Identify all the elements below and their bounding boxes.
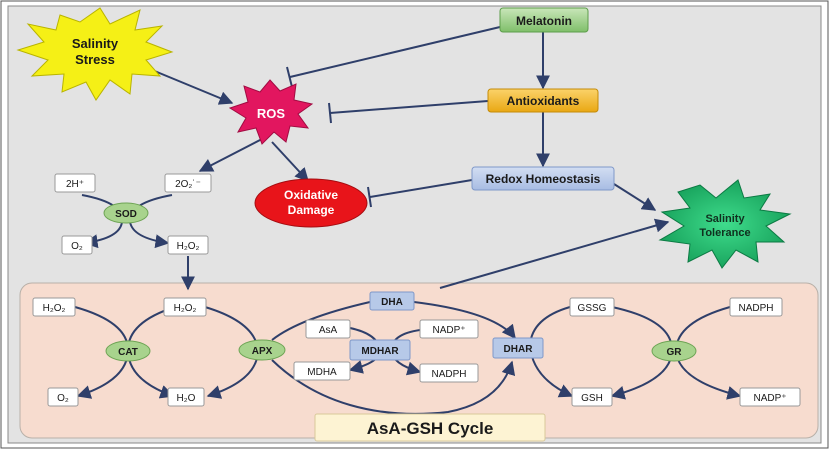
cycle-title-label: AsA-GSH Cycle xyxy=(367,419,494,438)
gssg-box xyxy=(569,297,615,317)
salinity-stress-label-line2: Stress xyxy=(75,52,115,67)
nadp-plus-2-label: NADP⁺ xyxy=(753,393,786,404)
sod-h2o2-box xyxy=(167,235,209,255)
nadph-2-box xyxy=(729,297,783,317)
apx-ellipse xyxy=(238,339,286,361)
curve-apx-to-dhar xyxy=(271,359,516,415)
nadph-1-box xyxy=(419,363,479,383)
cycle-title: AsA-GSH Cycle xyxy=(314,413,546,442)
h2o-label: H₂O xyxy=(177,393,196,404)
dhar-box xyxy=(492,337,544,359)
salinity-tolerance-label-line1: Salinity xyxy=(705,213,745,225)
nadp-plus-2-box xyxy=(739,387,801,407)
ros-label: ROS xyxy=(257,106,286,121)
inhibit-bar-redox-damage xyxy=(367,186,372,208)
nadp-plus-1-label: NADP⁺ xyxy=(432,325,465,336)
apx-label: APX xyxy=(252,346,273,357)
mdhar-label: MDHAR xyxy=(361,346,399,357)
cycle-metabolites: H₂O₂ CAT O₂ H₂O₂ APX H₂O DHA AsA MDHAR M… xyxy=(32,291,801,407)
cat-o2-box xyxy=(47,387,79,407)
two-o2-label: 2O₂˙⁻ xyxy=(175,179,201,190)
antioxidants-label: Antioxidants xyxy=(507,94,580,108)
oxidative-damage-ellipse xyxy=(254,178,368,228)
melatonin-node: Melatonin xyxy=(499,7,589,33)
curve-dha-to-dhar xyxy=(413,301,516,340)
nadph-1-label: NADPH xyxy=(431,369,466,380)
asa-label: AsA xyxy=(319,325,338,336)
mdha-box xyxy=(293,361,351,381)
arrow-ros-to-damage xyxy=(271,141,309,183)
sod-label: SOD xyxy=(115,209,137,220)
gsh-label: GSH xyxy=(581,393,603,404)
redox-homeostasis-node: Redox Homeostasis xyxy=(471,166,615,191)
mdha-label: MDHA xyxy=(307,367,337,378)
cat-o2-label: O₂ xyxy=(57,393,69,404)
mdhar-box xyxy=(349,339,411,361)
redox-homeostasis-box xyxy=(471,166,615,191)
ros-node: ROS xyxy=(228,79,314,145)
melatonin-box xyxy=(499,7,589,33)
nadph-2-label: NADPH xyxy=(738,303,773,314)
gr-ellipse xyxy=(651,340,697,362)
inhibit-bar-melatonin-ros xyxy=(286,66,293,88)
salinity-stress-star xyxy=(16,7,174,101)
sod-ellipse xyxy=(103,202,149,224)
nadp-plus-1-box xyxy=(419,319,479,339)
cat-ellipse xyxy=(105,340,151,362)
redox-homeostasis-label: Redox Homeostasis xyxy=(486,172,601,186)
sod-o2-box xyxy=(61,235,93,255)
salinity-tolerance-star xyxy=(658,179,792,269)
salinity-tolerance-node: Salinity Tolerance xyxy=(658,179,792,269)
arrow-cycle-to-tolerance xyxy=(439,218,670,289)
two-h-box xyxy=(54,173,96,193)
melatonin-label: Melatonin xyxy=(516,14,572,28)
dhar-label: DHAR xyxy=(504,344,534,355)
apx-h2o2-box xyxy=(163,297,207,317)
oxidative-damage-label-line1: Oxidative xyxy=(284,188,338,202)
asa-box xyxy=(305,319,351,339)
antioxidants-node: Antioxidants xyxy=(487,88,599,113)
apx-h2o2-label: H₂O₂ xyxy=(174,303,197,314)
two-o2-box xyxy=(164,173,212,193)
dha-label: DHA xyxy=(381,297,403,308)
inhibit-redox-damage xyxy=(369,179,473,198)
cat-label: CAT xyxy=(118,347,138,358)
inhibit-antioxidants-ros xyxy=(329,100,489,114)
cat-h2o2-box xyxy=(32,297,76,317)
arrow-redox-to-tolerance xyxy=(613,183,657,211)
inhibit-bar-antioxidants-ros xyxy=(328,102,332,124)
salinity-stress-node: Salinity Stress xyxy=(16,7,174,101)
two-h-label: 2H⁺ xyxy=(66,179,84,190)
arrow-ros-to-sod xyxy=(198,138,263,172)
cycle-title-box xyxy=(314,413,546,442)
ros-star xyxy=(228,79,314,145)
cat-h2o2-label: H₂O₂ xyxy=(43,303,66,314)
salinity-stress-label-line1: Salinity xyxy=(72,36,119,51)
inhibit-melatonin-ros xyxy=(289,26,501,78)
gsh-box xyxy=(571,387,613,407)
sod-h2o2-label: H₂O₂ xyxy=(177,241,200,252)
salinity-tolerance-label-line2: Tolerance xyxy=(699,227,750,239)
antioxidants-box xyxy=(487,88,599,113)
sod-reaction: 2H⁺ 2O₂˙⁻ SOD O₂ H₂O₂ xyxy=(54,173,212,255)
gr-label: GR xyxy=(667,347,683,358)
oxidative-damage-label-line2: Damage xyxy=(288,203,335,217)
sod-o2-label: O₂ xyxy=(71,241,83,252)
oxidative-damage-node: Oxidative Damage xyxy=(254,178,368,228)
h2o-box xyxy=(167,387,205,407)
gssg-label: GSSG xyxy=(578,303,607,314)
dha-box xyxy=(369,291,415,311)
